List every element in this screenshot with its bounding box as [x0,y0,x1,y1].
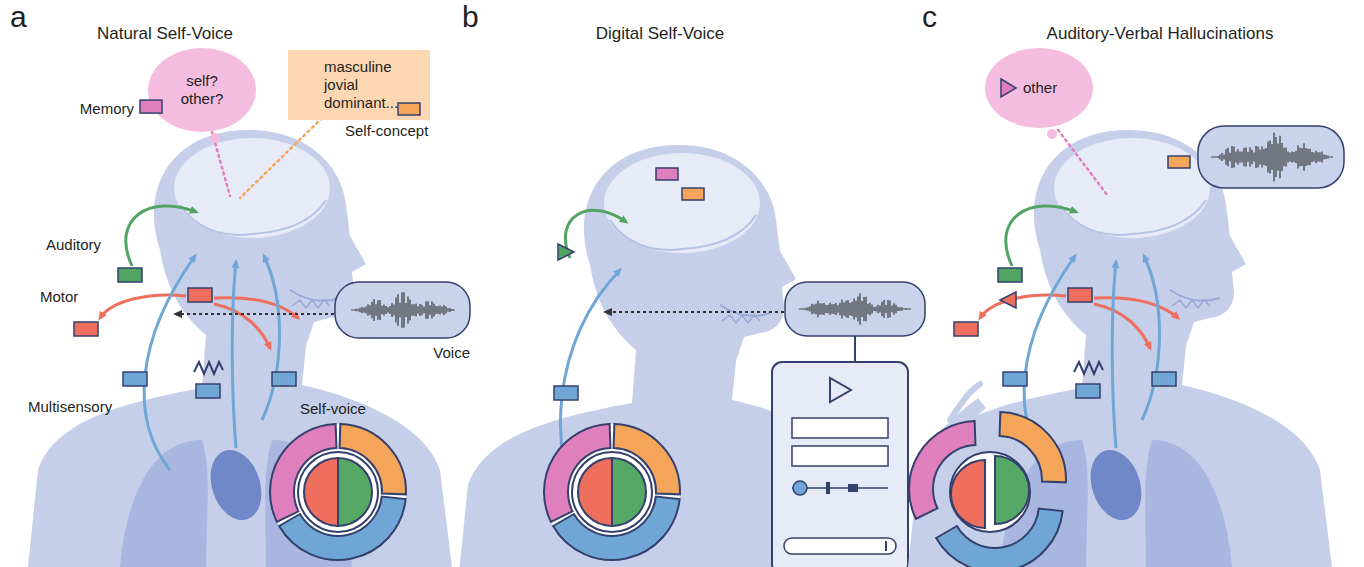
memory-marker [1001,79,1016,97]
box-fill [288,50,430,120]
bubble-dot [210,133,220,143]
memory-bubble: other [985,48,1093,128]
panel-letter: b [462,0,479,35]
component-label: Motor [40,288,78,305]
memory-marker [140,100,162,113]
component-label: Multisensory [28,398,112,415]
bubble-outline [985,48,1093,128]
bubble-dot [1047,129,1057,139]
node-content: masculine jovial dominant... [288,50,430,120]
component-label: Self-concept [345,122,428,139]
waveform-lines [352,292,454,327]
component-label: Auditory [46,236,101,253]
waveform [1212,132,1332,181]
node-text: self? other? [172,72,232,108]
memory-bubble: self? other? [148,48,256,132]
component-label: Voice [433,344,470,361]
node-text: masculine jovial dominant... [324,58,420,112]
node-content: other [985,79,1093,97]
bubble-outline [148,48,256,132]
panel-letter: a [10,0,27,35]
waveform-lines [800,293,910,325]
self-concept-box: masculine jovial dominant... [288,50,430,120]
node-content: self? other? [148,72,256,108]
waveform [352,292,454,327]
self-concept-marker [398,103,420,115]
panel-letter: c [922,0,937,35]
panel-c-figure [908,126,1344,567]
panel-title: Auditory-Verbal Hallucinations [1047,24,1274,44]
component-label: Memory [80,100,134,117]
waveform [800,293,910,325]
panel-a-figure [28,118,470,567]
panel-title: Natural Self-Voice [97,24,233,44]
panel-title: Digital Self-Voice [596,24,725,44]
node-text: other [1023,79,1073,97]
panel-b-figure [458,145,986,567]
component-label: Self-voice [300,400,366,417]
waveform-lines [1212,132,1332,181]
